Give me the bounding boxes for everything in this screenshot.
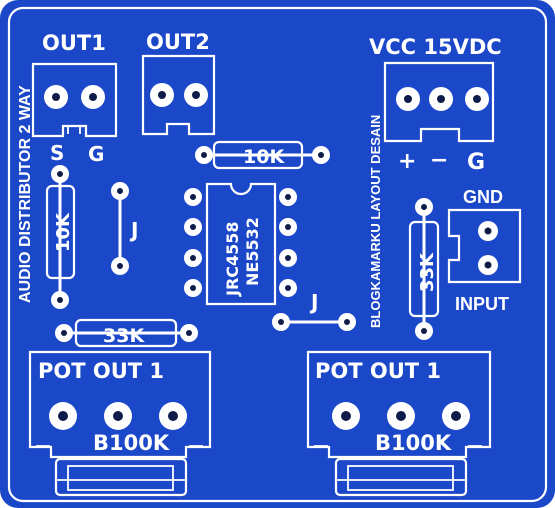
resistor-top-value: 10K — [243, 146, 285, 168]
pot-right-title: POT OUT 1 — [315, 359, 441, 383]
input-label: INPUT — [455, 294, 509, 314]
side-title-left: AUDIO DISTRIBUTOR 2 WAY — [17, 85, 34, 303]
jumper-1 — [111, 182, 129, 275]
pot-right-value: B100K — [375, 431, 452, 455]
jumper-1-label: J — [129, 218, 138, 242]
resistor-right-33k — [408, 198, 440, 340]
vcc-connector — [383, 61, 495, 143]
pot-left-title: POT OUT 1 — [38, 359, 164, 383]
resistor-left-10k — [45, 165, 76, 309]
ic-dip8 — [184, 182, 297, 306]
input-connector — [447, 208, 522, 284]
pot-left — [28, 350, 212, 497]
resistor-top-10k — [195, 140, 330, 170]
ground-pin-label: G — [88, 142, 104, 166]
out1-connector — [31, 62, 118, 138]
minus-pin-label: − — [430, 148, 448, 173]
vcc-ground-pin-label: G — [467, 150, 485, 175]
gnd-label: GND — [463, 187, 503, 207]
pot-left-value: B100K — [93, 431, 170, 455]
resistor-left-value: 10K — [53, 212, 74, 252]
jumper-2-label: J — [309, 290, 318, 314]
ic-part-number-2: NE5532 — [243, 217, 262, 286]
pot-right — [306, 350, 492, 497]
vcc-label: VCC 15VDC — [369, 35, 502, 59]
board-outline — [7, 6, 548, 503]
jumper-2 — [272, 313, 356, 331]
out2-connector — [141, 54, 216, 136]
signal-pin-label: S — [50, 141, 64, 165]
out1-label: OUT1 — [42, 31, 106, 55]
ic-part-number-1: JRC4558 — [223, 221, 242, 297]
resistor-bottom-33k — [55, 318, 198, 348]
resistor-right-value: 33K — [417, 252, 438, 292]
plus-pin-label: + — [398, 149, 416, 174]
side-credit-right: BLOGKAMARKU LAYOUT DESAIN — [368, 115, 383, 328]
resistor-bottom-value: 33K — [103, 325, 145, 347]
out2-label: OUT2 — [146, 30, 210, 54]
